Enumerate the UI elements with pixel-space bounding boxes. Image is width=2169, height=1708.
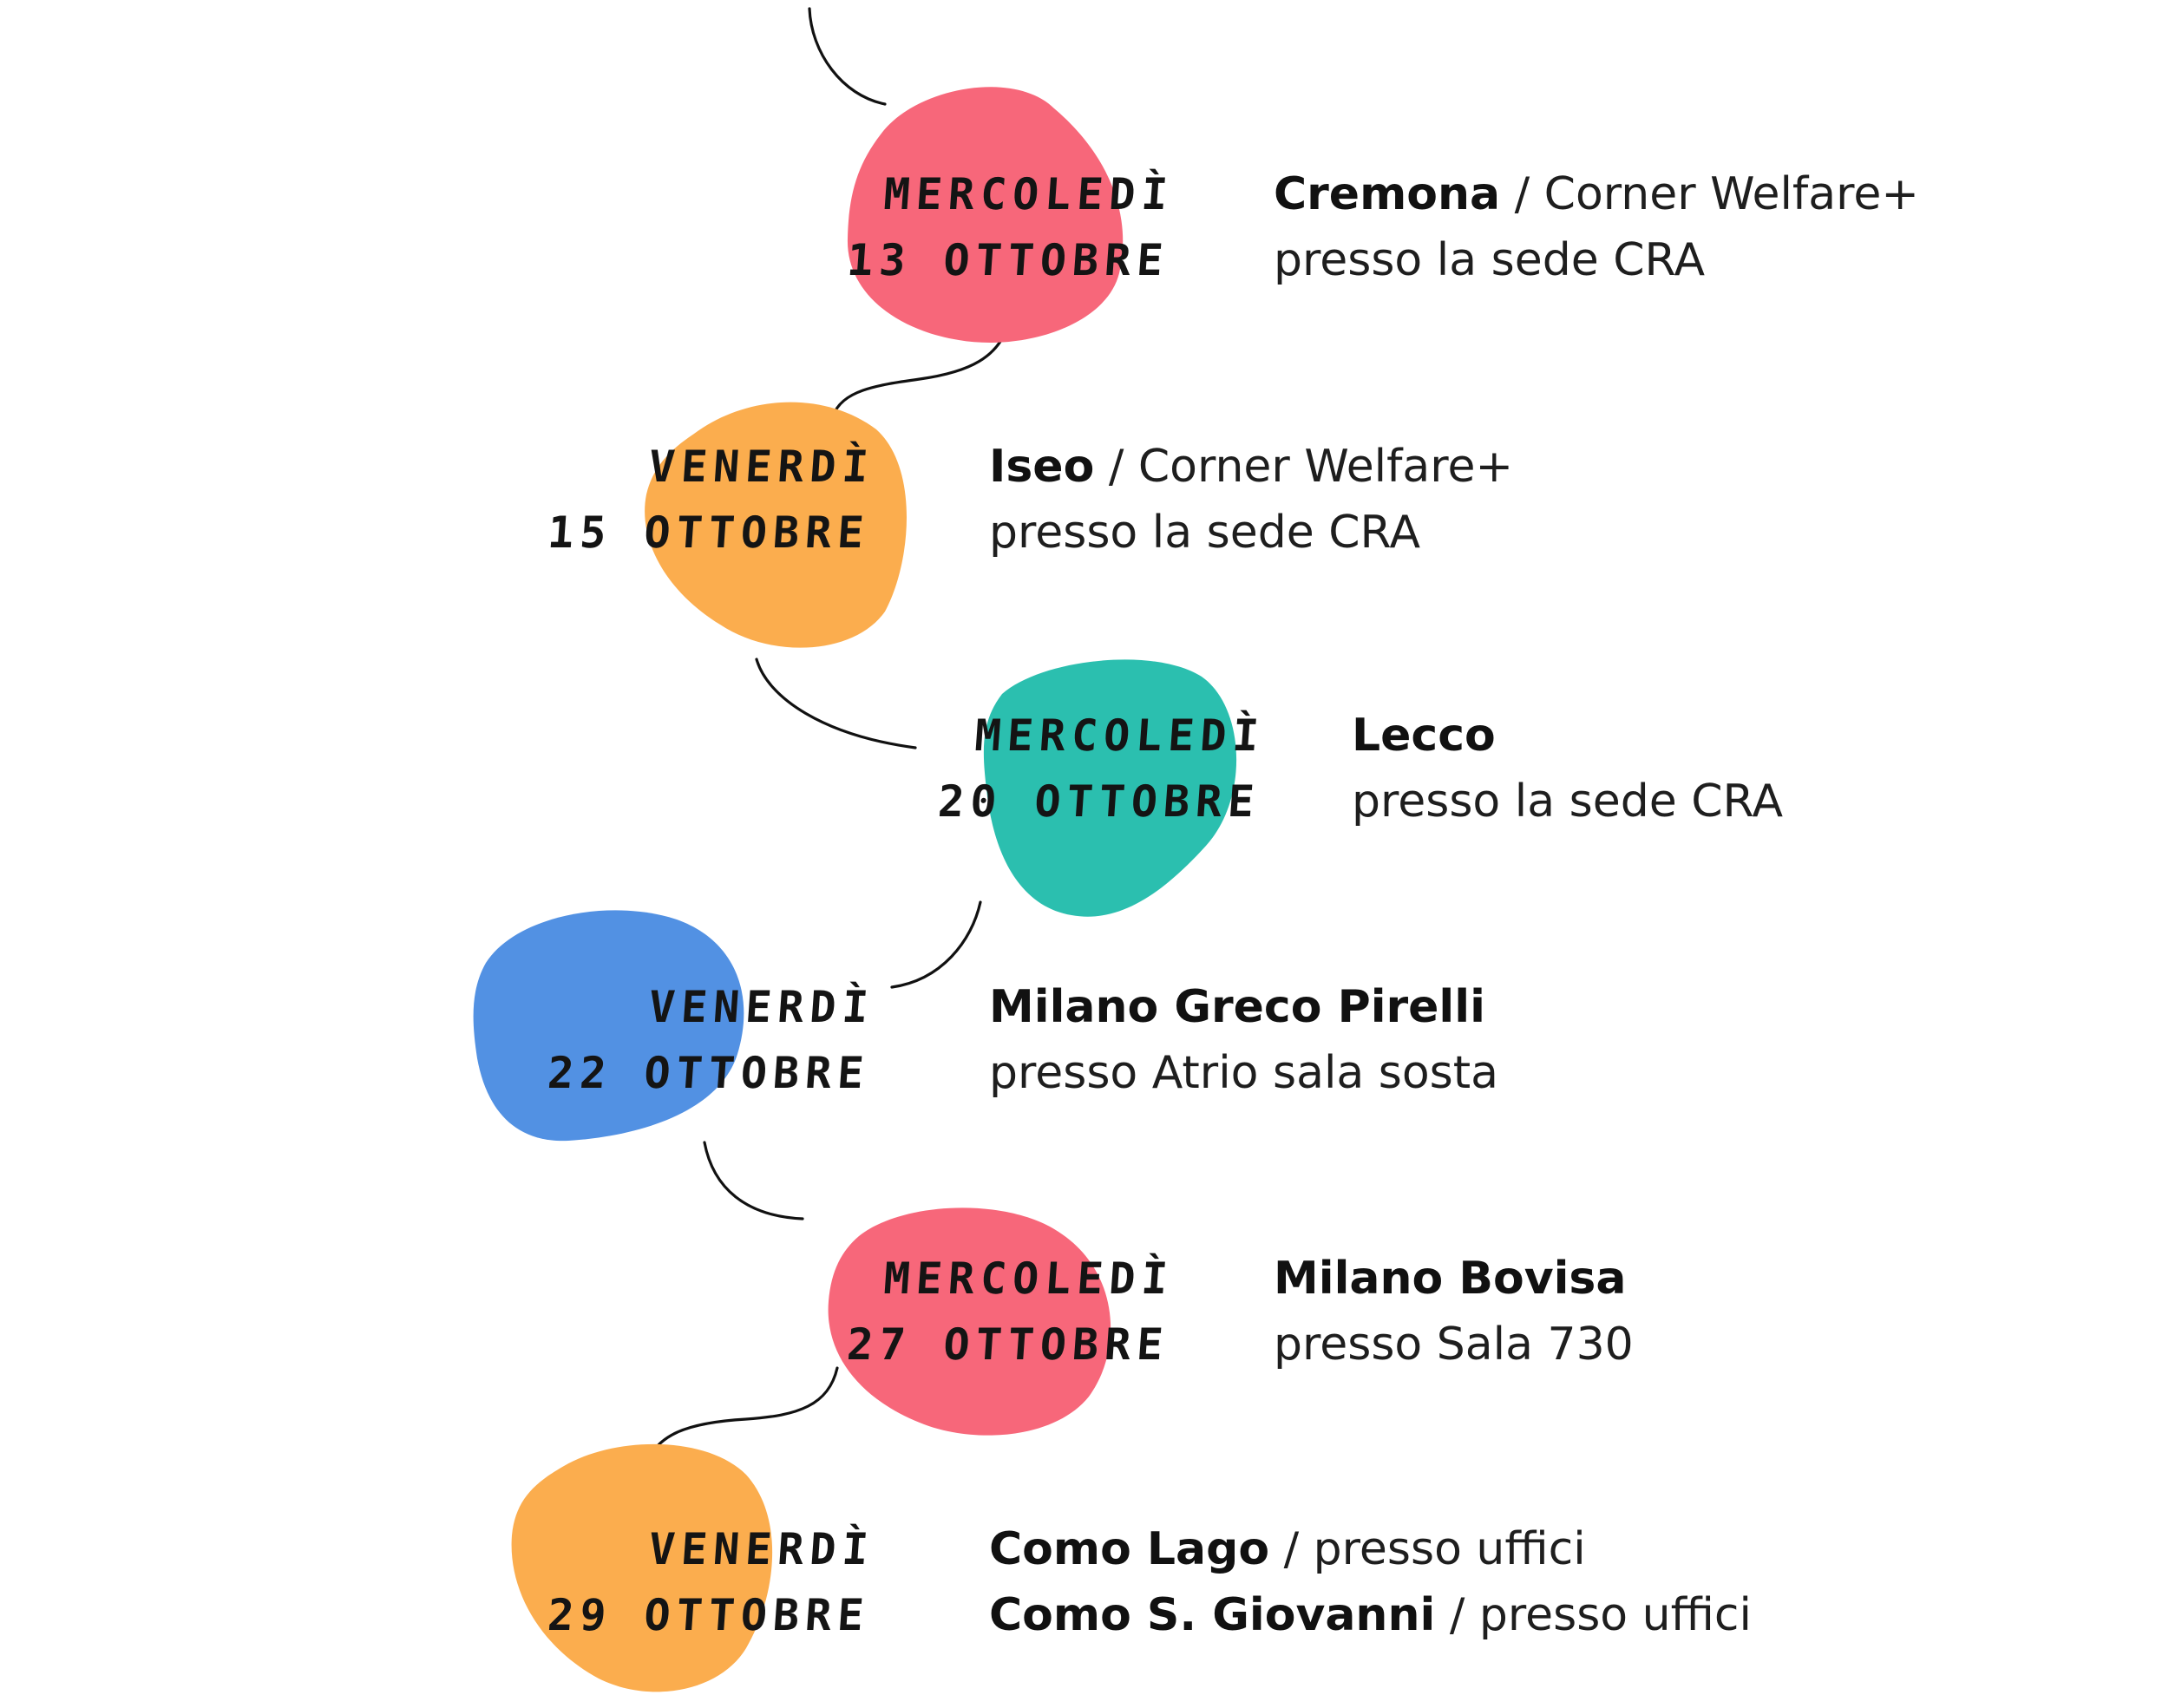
event-4-location: presso Atrio sala sosta (989, 1047, 1499, 1099)
event-2-detail: / Corner Welfare+ (1094, 441, 1514, 493)
event-5-date: MERCOLEDÌ 27 OTTOBRE (768, 1246, 1176, 1378)
blob-3 (983, 659, 1237, 917)
event-6-info: Como Lago / presso uffici Como S. Giovan… (989, 1516, 1752, 1648)
event-6-place-2: Como S. Giovanni (989, 1589, 1436, 1641)
connectors (645, 7, 1012, 1468)
event-1-location: presso la sede CRA (1274, 234, 1706, 286)
event-2-date: VENERDÌ 15 OTTOBRE (469, 434, 877, 566)
event-3-date: MERCOLEDÌ 20 OTTOBRE (859, 703, 1268, 834)
event-5-weekday: MERCOLEDÌ (881, 1253, 1176, 1304)
event-4-day-month: 22 OTTOBRE (546, 1048, 872, 1098)
event-6-place-1: Como Lago (989, 1523, 1270, 1575)
event-5-info: Milano Bovisa presso Sala 730 (1274, 1246, 1634, 1378)
event-4-weekday: VENERDÌ (646, 982, 876, 1032)
connector-top (808, 7, 887, 106)
connector-3-4 (890, 900, 982, 989)
event-2-location: presso la sede CRA (989, 507, 1421, 559)
event-4-place: Milano Greco Pirelli (989, 981, 1485, 1033)
event-6-line-1: Como Lago / presso uffici (989, 1516, 1752, 1582)
blob-3-shape (983, 659, 1237, 917)
event-3-line-1: Lecco (1352, 703, 1783, 769)
connector-4-5 (703, 1141, 804, 1220)
event-6-weekday: VENERDÌ (646, 1524, 876, 1574)
blob-5 (828, 1207, 1111, 1436)
event-3-line-2: presso la sede CRA (1352, 769, 1783, 834)
event-3-location: presso la sede CRA (1352, 775, 1784, 828)
blob-1-shape (847, 87, 1124, 343)
event-5-place: Milano Bovisa (1274, 1253, 1627, 1305)
event-2-place: Iseo (989, 441, 1095, 493)
blob-2-shape (645, 402, 907, 648)
event-2-line-1: Iseo / Corner Welfare+ (989, 434, 1513, 500)
blob-5-shape (828, 1207, 1111, 1436)
blob-4-shape (473, 910, 744, 1142)
event-6-day-month: 29 OTTOBRE (546, 1590, 872, 1640)
event-5-day-month: 27 OTTOBRE (845, 1319, 1171, 1370)
event-3-place: Lecco (1352, 710, 1496, 762)
event-1-detail: / Corner Welfare+ (1500, 168, 1919, 220)
event-1-weekday: MERCOLEDÌ (881, 169, 1176, 219)
event-2-info: Iseo / Corner Welfare+ presso la sede CR… (989, 434, 1513, 566)
event-3-info: Lecco presso la sede CRA (1352, 703, 1783, 834)
event-3-weekday: MERCOLEDÌ (973, 710, 1267, 761)
event-2-day-month: 15 OTTOBRE (546, 507, 872, 558)
blob-6-shape (511, 1443, 773, 1692)
connector-2-3 (755, 658, 917, 749)
event-5-line-2: presso Sala 730 (1274, 1312, 1634, 1378)
event-4-line-2: presso Atrio sala sosta (989, 1040, 1498, 1106)
event-4-info: Milano Greco Pirelli presso Atrio sala s… (989, 974, 1498, 1106)
blob-1 (847, 87, 1124, 343)
event-6-line-2: Como S. Giovanni / presso uffici (989, 1582, 1752, 1648)
connector-5-6 (645, 1366, 839, 1468)
blob-6 (511, 1443, 773, 1692)
connector-1-2 (831, 311, 1012, 418)
event-6-detail-1: / presso uffici (1269, 1523, 1586, 1575)
event-4-date: VENERDÌ 22 OTTOBRE (469, 974, 877, 1106)
event-4-line-1: Milano Greco Pirelli (989, 974, 1498, 1040)
blob-2 (645, 402, 907, 648)
event-6-date: VENERDÌ 29 OTTOBRE (469, 1516, 877, 1648)
event-3-day-month: 20 OTTOBRE (936, 776, 1262, 827)
event-1-date: MERCOLEDÌ 13 OTTOBRE (768, 161, 1176, 293)
event-5-line-1: Milano Bovisa (1274, 1246, 1634, 1312)
event-1-place: Cremona (1274, 168, 1501, 220)
blob-4 (473, 910, 744, 1142)
event-1-info: Cremona / Corner Welfare+ presso la sede… (1274, 161, 1919, 293)
event-2-line-2: presso la sede CRA (989, 500, 1513, 566)
event-5-location: presso Sala 730 (1274, 1319, 1634, 1371)
event-2-weekday: VENERDÌ (646, 442, 876, 492)
event-1-day-month: 13 OTTOBRE (845, 235, 1171, 285)
event-6-detail-2: / presso uffici (1435, 1589, 1752, 1641)
event-1-line-2: presso la sede CRA (1274, 227, 1919, 293)
event-1-line-1: Cremona / Corner Welfare+ (1274, 161, 1919, 227)
